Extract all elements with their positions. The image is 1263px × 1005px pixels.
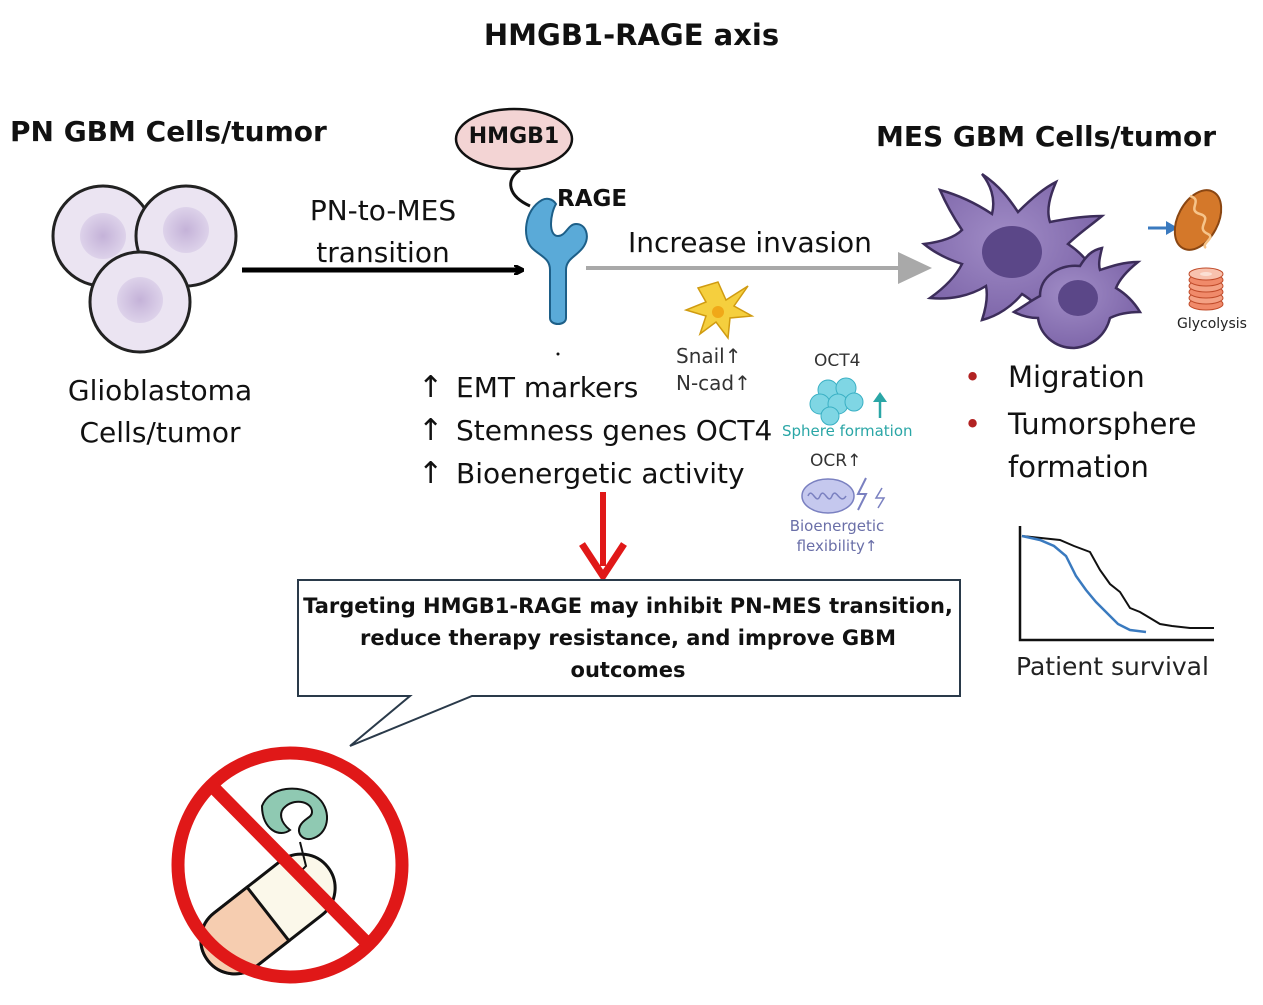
no-drug-icon xyxy=(171,746,409,984)
glycolysis-icon xyxy=(1188,267,1224,311)
pn-cells xyxy=(51,184,238,354)
rage-receptor-icon xyxy=(525,197,588,356)
hmgb1-ellipse xyxy=(454,107,574,171)
survival-plot xyxy=(1018,526,1214,642)
ncad-label: N-cad↑ xyxy=(676,371,751,395)
callout-box xyxy=(297,579,961,747)
hmgb1-tether xyxy=(509,168,531,208)
outcome-item: • Tumorsphere formation xyxy=(964,403,1238,489)
hmgb1-label: HMGB1 xyxy=(468,124,560,149)
marker-text: Bioenergetic activity xyxy=(456,457,745,490)
transition-label: PN-to-MES transition xyxy=(309,194,457,269)
marker-item: ↑ EMT markers xyxy=(418,370,638,405)
up-arrow-icon: ↑ xyxy=(418,456,444,491)
ocr-mitochondria-icon xyxy=(801,477,886,514)
marker-text: Stemness genes OCT4 xyxy=(456,414,773,447)
red-down-arrow-head xyxy=(579,542,627,583)
pn-cell-nucleus xyxy=(163,207,209,253)
pn-cell-nucleus xyxy=(80,213,126,259)
up-arrow-icon: ↑ xyxy=(418,413,444,448)
marker-item: ↑ Bioenergetic activity xyxy=(418,456,745,491)
prohibit-slash xyxy=(207,781,373,949)
bioenergetic-flexibility-label: Bioenergetic flexibility↑ xyxy=(789,517,885,555)
snail-cell-icon xyxy=(683,281,755,340)
glycolysis-label: Glycolysis xyxy=(1177,316,1247,332)
ocr-label: OCR↑ xyxy=(810,451,862,471)
mito-arrow-head xyxy=(1166,221,1178,235)
sphere-formation-icon xyxy=(809,377,887,426)
marker-text: EMT markers xyxy=(456,371,639,404)
outcome-text: Tumorsphere formation xyxy=(1008,407,1197,484)
snail-label: Snail↑ xyxy=(676,344,742,368)
pn-cell-nucleus xyxy=(117,277,163,323)
invasion-arrow-head xyxy=(898,252,932,284)
survival-label: Patient survival xyxy=(1016,652,1209,681)
bullet-icon: • xyxy=(964,360,982,394)
pn-title: PN GBM Cells/tumor xyxy=(10,115,327,148)
prohibit-circle xyxy=(171,746,409,984)
glioblastoma-label: Glioblastoma Cells/tumor xyxy=(67,374,253,449)
invasion-label: Increase invasion xyxy=(628,226,872,259)
diagram-title: HMGB1-RAGE axis xyxy=(483,18,780,52)
outcome-text: Migration xyxy=(1008,360,1145,394)
sphere-formation-label: Sphere formation xyxy=(782,422,913,440)
outcome-item: • Migration xyxy=(964,360,1145,394)
mes-title: MES GBM Cells/tumor xyxy=(876,120,1217,153)
up-arrow-icon: ↑ xyxy=(418,370,444,405)
oct4-label: OCT4 xyxy=(814,351,861,371)
survival-curve-a xyxy=(1021,535,1214,629)
rage-label: RAGE xyxy=(557,186,628,212)
survival-curve-b xyxy=(1021,534,1147,634)
bullet-icon: • xyxy=(964,407,982,441)
mes-cells xyxy=(920,172,1143,350)
callout-text: Targeting HMGB1-RAGE may inhibit PN-MES … xyxy=(303,594,953,682)
marker-item: ↑ Stemness genes OCT4 xyxy=(418,413,772,448)
mitochondria-icon xyxy=(1173,189,1223,251)
